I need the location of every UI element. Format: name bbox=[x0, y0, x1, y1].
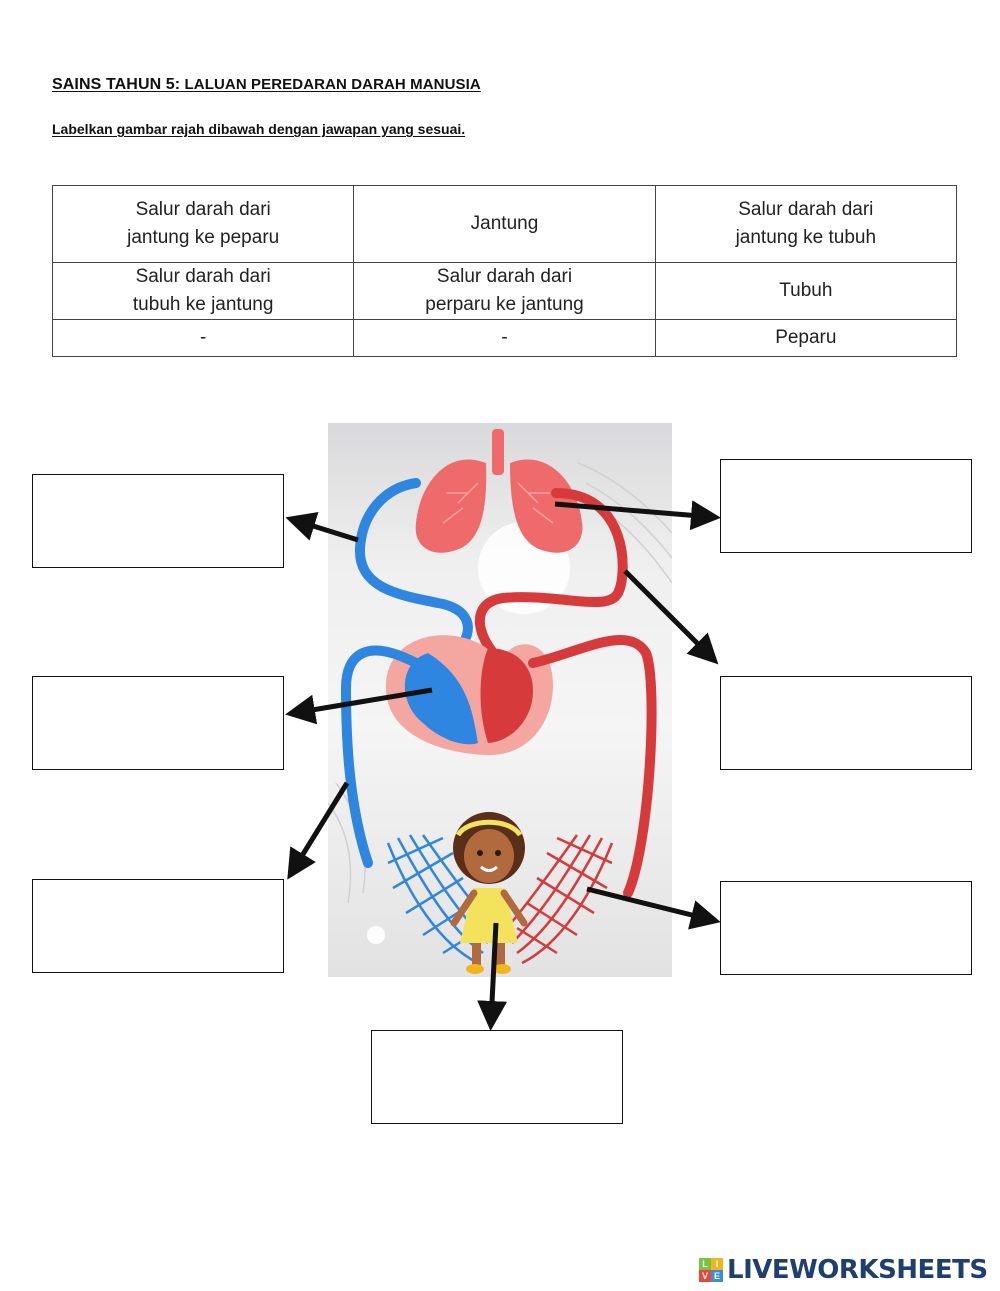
capillary-network bbox=[386, 834, 614, 965]
vessel-heart-to-body bbox=[528, 635, 657, 898]
heart-right-side bbox=[404, 653, 478, 745]
word-bank-table: Salur darah dari jantung ke peparu Jantu… bbox=[51, 185, 958, 357]
word-bank-cell: Salur darah dari jantung ke peparu bbox=[51, 185, 355, 263]
title-rest: LALUAN PEREDARAN DARAH MANUSIA bbox=[180, 76, 481, 93]
circulation-illustration bbox=[328, 429, 672, 974]
liveworksheets-logo: L I V E LIVEWORKSHEETS bbox=[699, 1255, 988, 1285]
word-bank-cell: Salur darah dari perparu ke jantung bbox=[353, 262, 656, 320]
answer-box-right-bottom[interactable] bbox=[720, 881, 972, 975]
logo-letter: I bbox=[711, 1258, 723, 1270]
worksheet-instruction: Labelkan gambar rajah dibawah dengan jaw… bbox=[52, 121, 466, 137]
word-bank-row: Salur darah dari jantung ke peparu Jantu… bbox=[51, 185, 958, 263]
left-lung bbox=[415, 459, 487, 553]
vessel-heart-to-lungs bbox=[354, 478, 473, 658]
trachea bbox=[492, 429, 504, 475]
answer-box-right-middle[interactable] bbox=[720, 676, 972, 770]
vessel-lungs-to-heart bbox=[474, 488, 628, 663]
worksheet-title: SAINS TAHUN 5: LALUAN PEREDARAN DARAH MA… bbox=[52, 76, 481, 94]
word-bank-cell: Salur darah dari jantung ke tubuh bbox=[654, 185, 958, 263]
answer-box-left-middle[interactable] bbox=[32, 676, 284, 770]
answer-box-left-bottom[interactable] bbox=[32, 879, 284, 973]
word-bank-row: - - Peparu bbox=[51, 319, 958, 357]
blood-circulation-diagram bbox=[328, 423, 672, 977]
answer-box-right-top[interactable] bbox=[720, 459, 972, 553]
right-lung bbox=[510, 459, 583, 553]
title-prefix: SAINS TAHUN 5: bbox=[52, 76, 181, 93]
logo-letter: V bbox=[699, 1270, 711, 1282]
logo-letter: L bbox=[699, 1258, 711, 1270]
word-bank-cell: Salur darah dari tubuh ke jantung bbox=[51, 262, 355, 320]
answer-box-left-top[interactable] bbox=[32, 474, 284, 568]
word-bank-row: Salur darah dari tubuh ke jantung Salur … bbox=[51, 262, 958, 320]
girl-figure bbox=[450, 812, 528, 974]
logo-brand-text: LIVEWORKSHEETS bbox=[727, 1255, 988, 1285]
logo-mark-icon: L I V E bbox=[699, 1258, 723, 1282]
word-bank-cell: - bbox=[353, 319, 656, 357]
word-bank-cell: Jantung bbox=[353, 185, 656, 263]
word-bank-cell: - bbox=[51, 319, 355, 357]
word-bank-cell: Tubuh bbox=[654, 262, 958, 320]
lung-branches bbox=[442, 482, 554, 524]
logo-letter: E bbox=[711, 1270, 723, 1282]
answer-box-bottom[interactable] bbox=[371, 1030, 623, 1124]
heart-left-side bbox=[480, 648, 533, 743]
bubble-dot bbox=[367, 926, 385, 944]
word-bank-cell: Peparu bbox=[654, 319, 958, 357]
